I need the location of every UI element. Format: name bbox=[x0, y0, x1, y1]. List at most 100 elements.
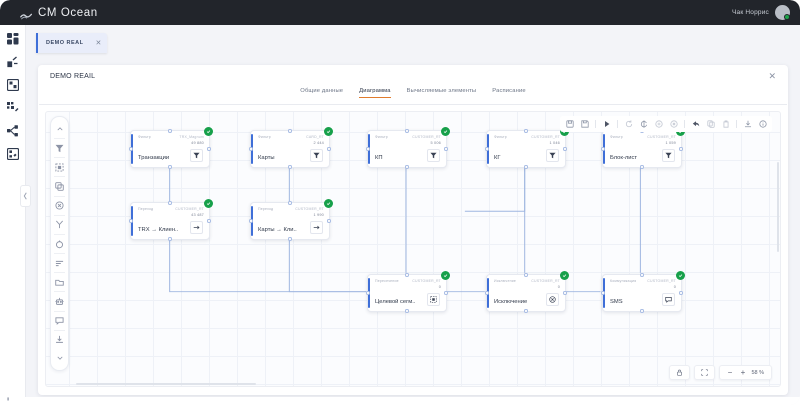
filter-icon[interactable] bbox=[310, 149, 323, 162]
node-port-top[interactable] bbox=[640, 273, 644, 277]
info-circle-icon[interactable] bbox=[755, 117, 770, 132]
node-port-right[interactable] bbox=[679, 147, 683, 151]
node-port-top[interactable] bbox=[288, 201, 292, 205]
diagram-node-target-segment[interactable]: Пересечение CUSTOMER_RT 0 Целевой сегм.. bbox=[366, 271, 450, 313]
node-port-right[interactable] bbox=[207, 147, 211, 151]
node-port-left[interactable] bbox=[129, 147, 133, 151]
split-branch-icon[interactable] bbox=[50, 216, 69, 234]
undo-arrow-icon[interactable] bbox=[688, 117, 703, 132]
node-port-bottom[interactable] bbox=[405, 309, 409, 313]
node-port-right[interactable] bbox=[563, 291, 567, 295]
message-icon[interactable] bbox=[50, 312, 69, 330]
node-port-top[interactable] bbox=[168, 129, 172, 133]
sidebar-item-campaigns[interactable] bbox=[6, 79, 19, 91]
node-port-right[interactable] bbox=[444, 291, 448, 295]
node-port-left[interactable] bbox=[366, 291, 370, 295]
node-port-left[interactable] bbox=[601, 147, 605, 151]
diagram-canvas[interactable]: Фильтр TRX_Magnum 49 880 Транзакции Филь… bbox=[45, 111, 781, 387]
node-port-left[interactable] bbox=[129, 219, 133, 223]
download-tray-icon[interactable] bbox=[50, 331, 69, 349]
close-icon[interactable]: ✕ bbox=[768, 71, 776, 81]
node-port-top[interactable] bbox=[524, 273, 528, 277]
sidebar-item-analytics[interactable] bbox=[6, 102, 19, 114]
target-circle-icon[interactable] bbox=[50, 235, 69, 253]
node-port-left[interactable] bbox=[249, 147, 253, 151]
chevron-down-icon[interactable] bbox=[50, 349, 69, 367]
intersection-icon[interactable] bbox=[427, 293, 440, 306]
tab-obshchie-dannye[interactable]: Общие данные bbox=[300, 88, 344, 94]
refresh-sync-icon[interactable] bbox=[636, 117, 651, 132]
node-port-left[interactable] bbox=[485, 147, 489, 151]
node-port-bottom[interactable] bbox=[640, 165, 644, 169]
diagram-node-blocklist[interactable]: Фильтр CUSTOMER_RT 1 059 Блок-лист bbox=[601, 127, 685, 169]
tab-raspisanie[interactable]: Расписание bbox=[492, 88, 526, 94]
zoom-in-button[interactable]: + bbox=[740, 368, 746, 377]
chevron-up-icon[interactable] bbox=[50, 120, 69, 138]
node-port-bottom[interactable] bbox=[288, 237, 292, 241]
horizontal-scrollbar[interactable] bbox=[76, 383, 256, 385]
node-port-left[interactable] bbox=[249, 219, 253, 223]
sidebar-item-flows[interactable] bbox=[6, 125, 19, 137]
sidebar-item-segments[interactable] bbox=[6, 56, 19, 68]
sidebar-item-reports[interactable] bbox=[6, 148, 19, 160]
filter-icon[interactable] bbox=[427, 149, 440, 162]
pause-circle-icon[interactable] bbox=[651, 117, 666, 132]
fit-screen-button[interactable] bbox=[694, 365, 716, 380]
filter-icon[interactable] bbox=[50, 139, 69, 157]
copy-icon[interactable] bbox=[703, 117, 718, 132]
filter-icon[interactable] bbox=[190, 149, 203, 162]
diagram-node-exclusion[interactable]: Исключение CUSTOMER_RT 0 Исключение bbox=[485, 271, 569, 313]
node-port-right[interactable] bbox=[444, 147, 448, 151]
fit-screen-icon[interactable] bbox=[698, 366, 711, 379]
node-port-bottom[interactable] bbox=[168, 165, 172, 169]
node-port-bottom[interactable] bbox=[288, 165, 292, 169]
node-port-bottom[interactable] bbox=[168, 237, 172, 241]
diagram-node-sms[interactable]: Коммуникация CUSTOMER_RT 0 SMS bbox=[601, 271, 685, 313]
download-icon[interactable] bbox=[740, 117, 755, 132]
node-port-bottom[interactable] bbox=[405, 165, 409, 169]
avatar[interactable] bbox=[775, 5, 790, 20]
node-port-right[interactable] bbox=[327, 147, 331, 151]
tab-diagramma[interactable]: Диаграмма bbox=[359, 88, 391, 98]
filter-icon[interactable] bbox=[546, 149, 559, 162]
sidebar-item-dashboard[interactable] bbox=[6, 33, 19, 45]
node-port-right[interactable] bbox=[679, 291, 683, 295]
diagram-node-kp[interactable]: Фильтр CUSTOMER_RT 5 006 КП bbox=[366, 127, 450, 169]
diagram-node-cards-to-client[interactable]: Переход CUSTOMER_RT 1 990 Карты → Кли.. bbox=[249, 199, 333, 241]
exclusion-circle-x-icon[interactable] bbox=[546, 293, 559, 306]
arrow-right-icon[interactable] bbox=[190, 221, 203, 234]
save-disk-icon[interactable] bbox=[562, 117, 577, 132]
close-icon[interactable]: ✕ bbox=[95, 39, 102, 47]
node-port-top[interactable] bbox=[288, 129, 292, 133]
node-port-left[interactable] bbox=[366, 147, 370, 151]
node-port-left[interactable] bbox=[485, 291, 489, 295]
node-port-top[interactable] bbox=[405, 273, 409, 277]
node-port-top[interactable] bbox=[168, 201, 172, 205]
exclusion-circle-x-icon[interactable] bbox=[50, 197, 69, 215]
node-port-right[interactable] bbox=[327, 219, 331, 223]
node-port-top[interactable] bbox=[524, 129, 528, 133]
diagram-node-kg[interactable]: Фильтр CUSTOMER_RT 1 046 КГ bbox=[485, 127, 569, 169]
intersection-icon[interactable] bbox=[50, 158, 69, 176]
vertical-scrollbar[interactable] bbox=[777, 162, 779, 252]
node-port-bottom[interactable] bbox=[524, 165, 528, 169]
folder-icon[interactable] bbox=[50, 273, 69, 291]
filter-icon[interactable] bbox=[662, 149, 675, 162]
message-icon[interactable] bbox=[662, 293, 675, 306]
document-tab-demo-real[interactable]: DEMO REAL ✕ bbox=[36, 33, 108, 53]
node-port-left[interactable] bbox=[601, 291, 605, 295]
node-port-bottom[interactable] bbox=[640, 309, 644, 313]
node-port-right[interactable] bbox=[207, 219, 211, 223]
lock-button[interactable] bbox=[669, 365, 691, 380]
save-as-icon[interactable] bbox=[577, 117, 592, 132]
robot-icon[interactable] bbox=[50, 292, 69, 310]
node-port-right[interactable] bbox=[563, 147, 567, 151]
diagram-node-cards[interactable]: Фильтр CARD_RT 2 444 Карты bbox=[249, 127, 333, 169]
stop-circle-x-icon[interactable] bbox=[666, 117, 681, 132]
node-port-bottom[interactable] bbox=[524, 309, 528, 313]
trash-icon[interactable] bbox=[718, 117, 733, 132]
diagram-node-trx-to-client[interactable]: Переход CUSTOMER_RT 43 487 TRX → Клиен.. bbox=[129, 199, 213, 241]
restart-icon[interactable] bbox=[621, 117, 636, 132]
zoom-out-button[interactable]: − bbox=[727, 368, 733, 377]
lock-icon[interactable] bbox=[673, 366, 686, 379]
